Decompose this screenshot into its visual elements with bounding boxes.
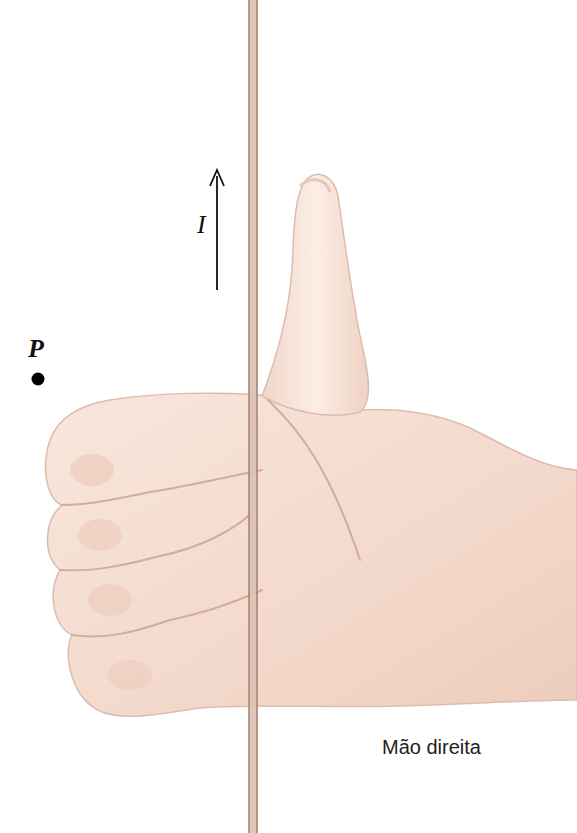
- arrowhead: [210, 170, 224, 186]
- palm-crease: [160, 510, 255, 556]
- fingertip: [88, 584, 132, 616]
- wire-edge: [248, 0, 250, 833]
- fingertip: [70, 454, 114, 486]
- wire: [249, 0, 257, 833]
- current-label: I: [197, 210, 206, 240]
- finger-crease: [62, 492, 150, 505]
- palm-crease: [150, 470, 262, 492]
- palm: [46, 393, 577, 716]
- fingertip: [78, 519, 122, 551]
- current-arrow: [216, 176, 218, 290]
- finger-crease: [60, 556, 160, 570]
- palm-crease: [170, 590, 262, 620]
- right-hand: [46, 174, 577, 716]
- wire-edge: [256, 0, 258, 833]
- fingertip: [108, 660, 152, 690]
- hand-caption: Mão direita: [382, 736, 481, 759]
- finger-crease: [72, 620, 170, 637]
- thumbnail: [300, 180, 330, 192]
- thumb-crease: [268, 400, 360, 560]
- thumb: [262, 174, 369, 415]
- point-label: P: [28, 334, 44, 364]
- point-dot: [32, 373, 45, 386]
